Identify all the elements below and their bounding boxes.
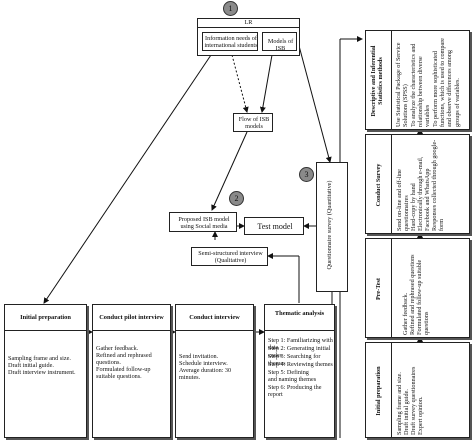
step-badge-2: 2 [229, 191, 244, 206]
proposed-model-box: Proposed ISB model using Social media [169, 212, 237, 232]
models-isb-box: Models of ISB [262, 32, 297, 53]
semi-structured-box: Semi-structured interview (Qualitative) [191, 247, 268, 266]
step-badge-3: 3 [299, 167, 314, 182]
qual-step-4-line-4: Step 4: Reviewing themes [268, 361, 333, 368]
test-model-box: Test model [244, 217, 304, 235]
qual-step-4-line-2: Step 2: Generating initial codes [268, 345, 331, 360]
arrow-models-to-flow [259, 54, 273, 113]
qual-step-1-title: Initial preparation [5, 305, 86, 331]
qual-step-4-line-5: Step 5: Defining and naming themes [268, 369, 317, 384]
qual-step-4-line-3: Step 3: Searching for themes [268, 353, 321, 368]
qual-step-2-line-3: Formulated follow-up suitable questions. [96, 366, 151, 381]
quant-step-2-title: Pre-Test [375, 278, 382, 300]
qual-step-thematic-analysis: Thematic analysis Step 1: Familiarizing … [264, 304, 335, 438]
qual-step-3-line-1: Send invitation. [179, 353, 219, 360]
quant-step-1-header: Initial preparation [366, 343, 392, 437]
quant-step-1-line-4: Expert opinion. [417, 396, 424, 436]
quant-step-4-header: Descriptive and Inferential Statistics m… [366, 31, 392, 129]
arrow-lr-to-flow [231, 54, 249, 113]
flow-isb-box: Flow of ISB models [233, 113, 273, 132]
quant-step-2-header: Pre-Test [366, 239, 392, 337]
quant-step-4-line-1: Use Statistical Package of Service Solut… [395, 42, 410, 127]
qual-step-2-title: Conduct pilot interview [93, 305, 170, 331]
quant-step-3-line-1: Send on-line and off-line questionnaires [396, 169, 411, 231]
arrow-lr-to-qual [43, 54, 212, 304]
quant-step-1-title: Initial preparation [375, 366, 382, 416]
questionnaire-survey-label: Questionnaire survey (Quantitative) [326, 180, 333, 270]
info-needs-box: Information needs of international stude… [202, 32, 258, 51]
lr-title: LR [198, 19, 299, 28]
info-needs-label: Information needs of international stude… [204, 35, 258, 50]
quant-step-3-header: Conduct Survey [366, 135, 392, 233]
flow-isb-label: Flow of ISB models [238, 116, 270, 131]
quant-step-statistics: Descriptive and Inferential Statistics m… [365, 30, 470, 130]
test-model-label: Test model [257, 222, 293, 231]
qual-step-conduct-pilot: Conduct pilot interview Gather feedback.… [92, 304, 171, 438]
quant-step-3-line-4: Responses collected through google-form [431, 139, 446, 231]
models-isb-label: Models of ISB [267, 38, 294, 53]
quant-step-4-title: Descriptive and Inferential Statistics m… [370, 45, 385, 117]
quant-step-2-line-3: Formulated follow-up suitable questions [416, 259, 431, 335]
step-badge-1: 1 [223, 1, 238, 16]
qual-step-2-line-2: Refined and rephrased questions. [96, 352, 152, 367]
lr-box: LR Information needs of international st… [197, 18, 300, 56]
questionnaire-survey-box: Questionnaire survey (Quantitative) [316, 162, 348, 292]
quant-step-pre-test: Pre-Test Gather feedback. Refined and re… [365, 238, 470, 338]
quant-step-4-line-2: To analyze the characteristics and relat… [410, 43, 432, 127]
qual-step-1-line-3: Draft interview instrument. [8, 369, 76, 376]
quant-step-initial-preparation: Initial preparation Sampling frame and s… [365, 342, 470, 438]
qual-step-4-title: Thematic analysis [265, 305, 334, 331]
qual-step-4-line-1: Step 1: Familiarizing with data [268, 337, 333, 352]
proposed-model-label: Proposed ISB model using Social media [178, 216, 230, 231]
qual-step-2-line-1: Gather feedback. [96, 345, 139, 352]
arrow-flow-to-proposed [211, 131, 248, 211]
qual-step-3-line-2: Schedule interview. [179, 360, 228, 367]
arrow-lr-to-survey [297, 41, 332, 163]
quant-step-3-title: Conduct Survey [375, 163, 382, 207]
qual-step-conduct-interview: Conduct interview Send invitation. Sched… [175, 304, 254, 438]
qual-step-3-title: Conduct interview [176, 305, 253, 331]
quant-step-4-line-3: To perform more sophisticated functions,… [432, 37, 461, 127]
qual-step-initial-preparation: Initial preparation Sampling frame and s… [4, 304, 87, 438]
qual-step-3-line-3: Average duration: 30 minutes. [179, 367, 232, 382]
quant-step-conduct-survey: Conduct Survey Send on-line and off-line… [365, 134, 470, 234]
quant-step-3-line-3: Electronically through e-mail, Facebook … [417, 156, 432, 231]
qual-step-1-line-1: Sampling frame and size. [8, 355, 71, 362]
semi-structured-label: Semi-structured interview (Qualitative) [198, 250, 263, 265]
qual-step-1-line-2: Draft initial guide. [8, 362, 54, 369]
qual-step-4-line-6: Step 6: Producing the report [268, 384, 322, 399]
